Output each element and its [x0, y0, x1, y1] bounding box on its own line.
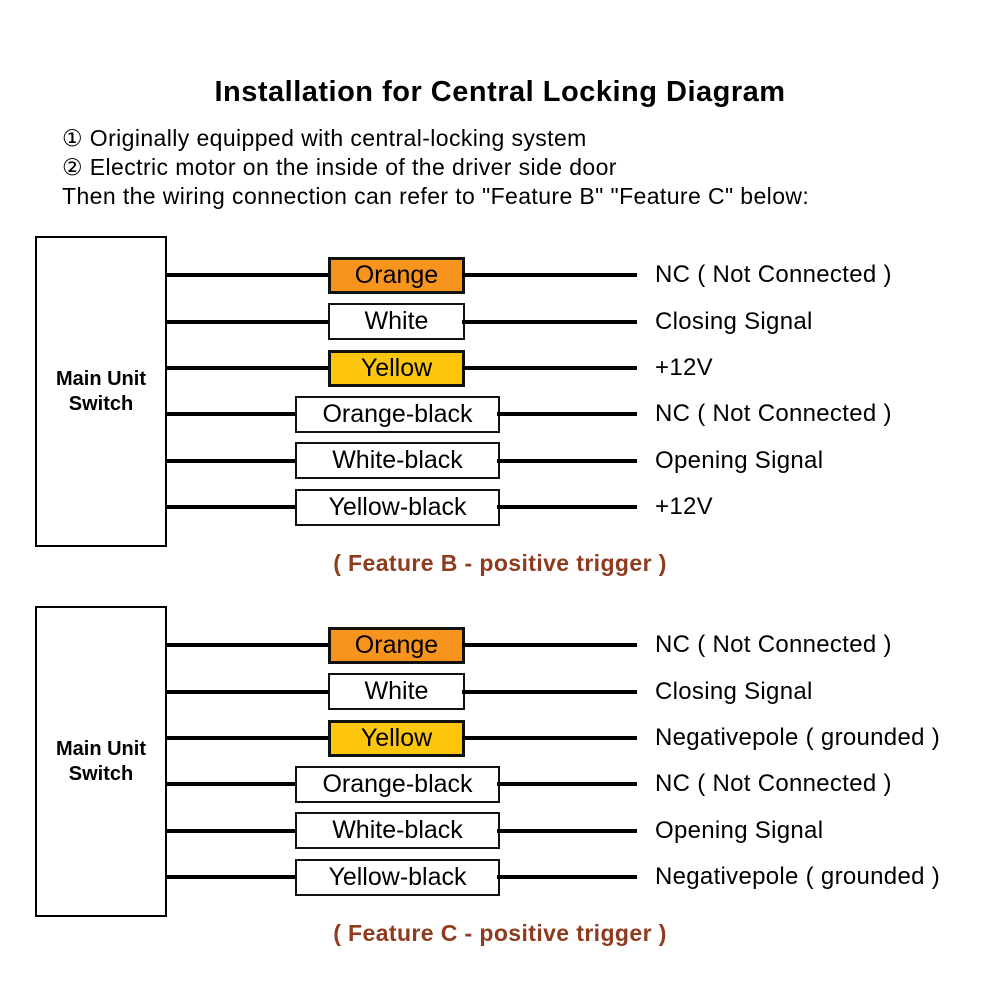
feature-c-diagram: Main Unit Switch Orange NC ( Not Connecte… [0, 606, 1000, 951]
main-unit-switch-label: Main Unit Switch [56, 737, 146, 785]
wire-color-chip: Yellow [328, 349, 465, 387]
wire-segment [497, 875, 637, 879]
signal-label: Closing Signal [655, 677, 813, 705]
feature-caption: ( Feature C - positive trigger ) [333, 920, 667, 946]
wire-segment [497, 458, 637, 463]
wire-segment [165, 366, 331, 370]
signal-label: +12V [655, 354, 713, 381]
wire-segment [462, 689, 637, 694]
signal-label: Opening Signal [655, 446, 824, 474]
wire-color-chip: Orange [328, 626, 465, 664]
wire-segment [462, 319, 637, 324]
wire-color-chip: White [328, 673, 465, 710]
signal-label: Closing Signal [655, 307, 813, 335]
wire-segment [165, 505, 298, 509]
intro-line-1: ① Originally equipped with central-locki… [62, 125, 587, 151]
signal-label: Opening Signal [655, 816, 824, 844]
feature-caption: ( Feature B - positive trigger ) [333, 550, 667, 576]
wire-segment [497, 828, 637, 833]
wire-segment [165, 736, 331, 740]
intro-line-2: ② Electric motor on the inside of the dr… [62, 154, 617, 180]
wire-color-chip: Orange [328, 256, 465, 294]
wire-segment [165, 273, 331, 277]
signal-label: NC ( Not Connected ) [655, 261, 892, 288]
wire-segment [165, 875, 298, 879]
wire-color-chip: White [328, 303, 465, 340]
main-unit-switch-label: Main Unit Switch [56, 367, 146, 415]
wire-color-chip: Yellow [328, 719, 465, 757]
intro-line-3: Then the wiring connection can refer to … [62, 183, 810, 209]
wire-segment [165, 319, 331, 324]
wire-color-chip: White-black [295, 442, 500, 479]
wire-color-chip: Yellow-black [295, 858, 500, 896]
wire-segment [462, 366, 637, 370]
page-title: Installation for Central Locking Diagram [214, 76, 786, 108]
wire-segment [165, 689, 331, 694]
wire-segment [497, 782, 637, 786]
signal-label: Negativepole ( grounded ) [655, 863, 941, 890]
wire-segment [165, 458, 298, 463]
feature-b-diagram: Main Unit Switch Orange NC ( Not Connecte… [0, 236, 1000, 581]
signal-label: NC ( Not Connected ) [655, 770, 892, 797]
wire-segment [462, 643, 637, 647]
wire-segment [165, 782, 298, 786]
signal-label: +12V [655, 493, 713, 520]
wire-rows: Orange NC ( Not Connected ) White Closing S… [0, 236, 1000, 581]
main-unit-switch-box: Main Unit Switch [35, 236, 167, 547]
wire-color-chip: Yellow-black [295, 488, 500, 526]
signal-label: Negativepole ( grounded ) [655, 724, 941, 751]
wire-segment [462, 736, 637, 740]
wire-segment [497, 505, 637, 509]
signal-label: NC ( Not Connected ) [655, 400, 892, 427]
wire-segment [165, 828, 298, 833]
wire-color-chip: White-black [295, 812, 500, 849]
wire-segment [497, 412, 637, 416]
wire-color-chip: Orange-black [295, 765, 500, 803]
wire-segment [462, 273, 637, 277]
wire-segment [165, 643, 331, 647]
wire-color-chip: Orange-black [295, 395, 500, 433]
wire-rows: Orange NC ( Not Connected ) White Closing S… [0, 606, 1000, 951]
main-unit-switch-box: Main Unit Switch [35, 606, 167, 917]
intro-text: ① Originally equipped with central-locki… [62, 124, 809, 211]
wire-segment [165, 412, 298, 416]
signal-label: NC ( Not Connected ) [655, 631, 892, 658]
